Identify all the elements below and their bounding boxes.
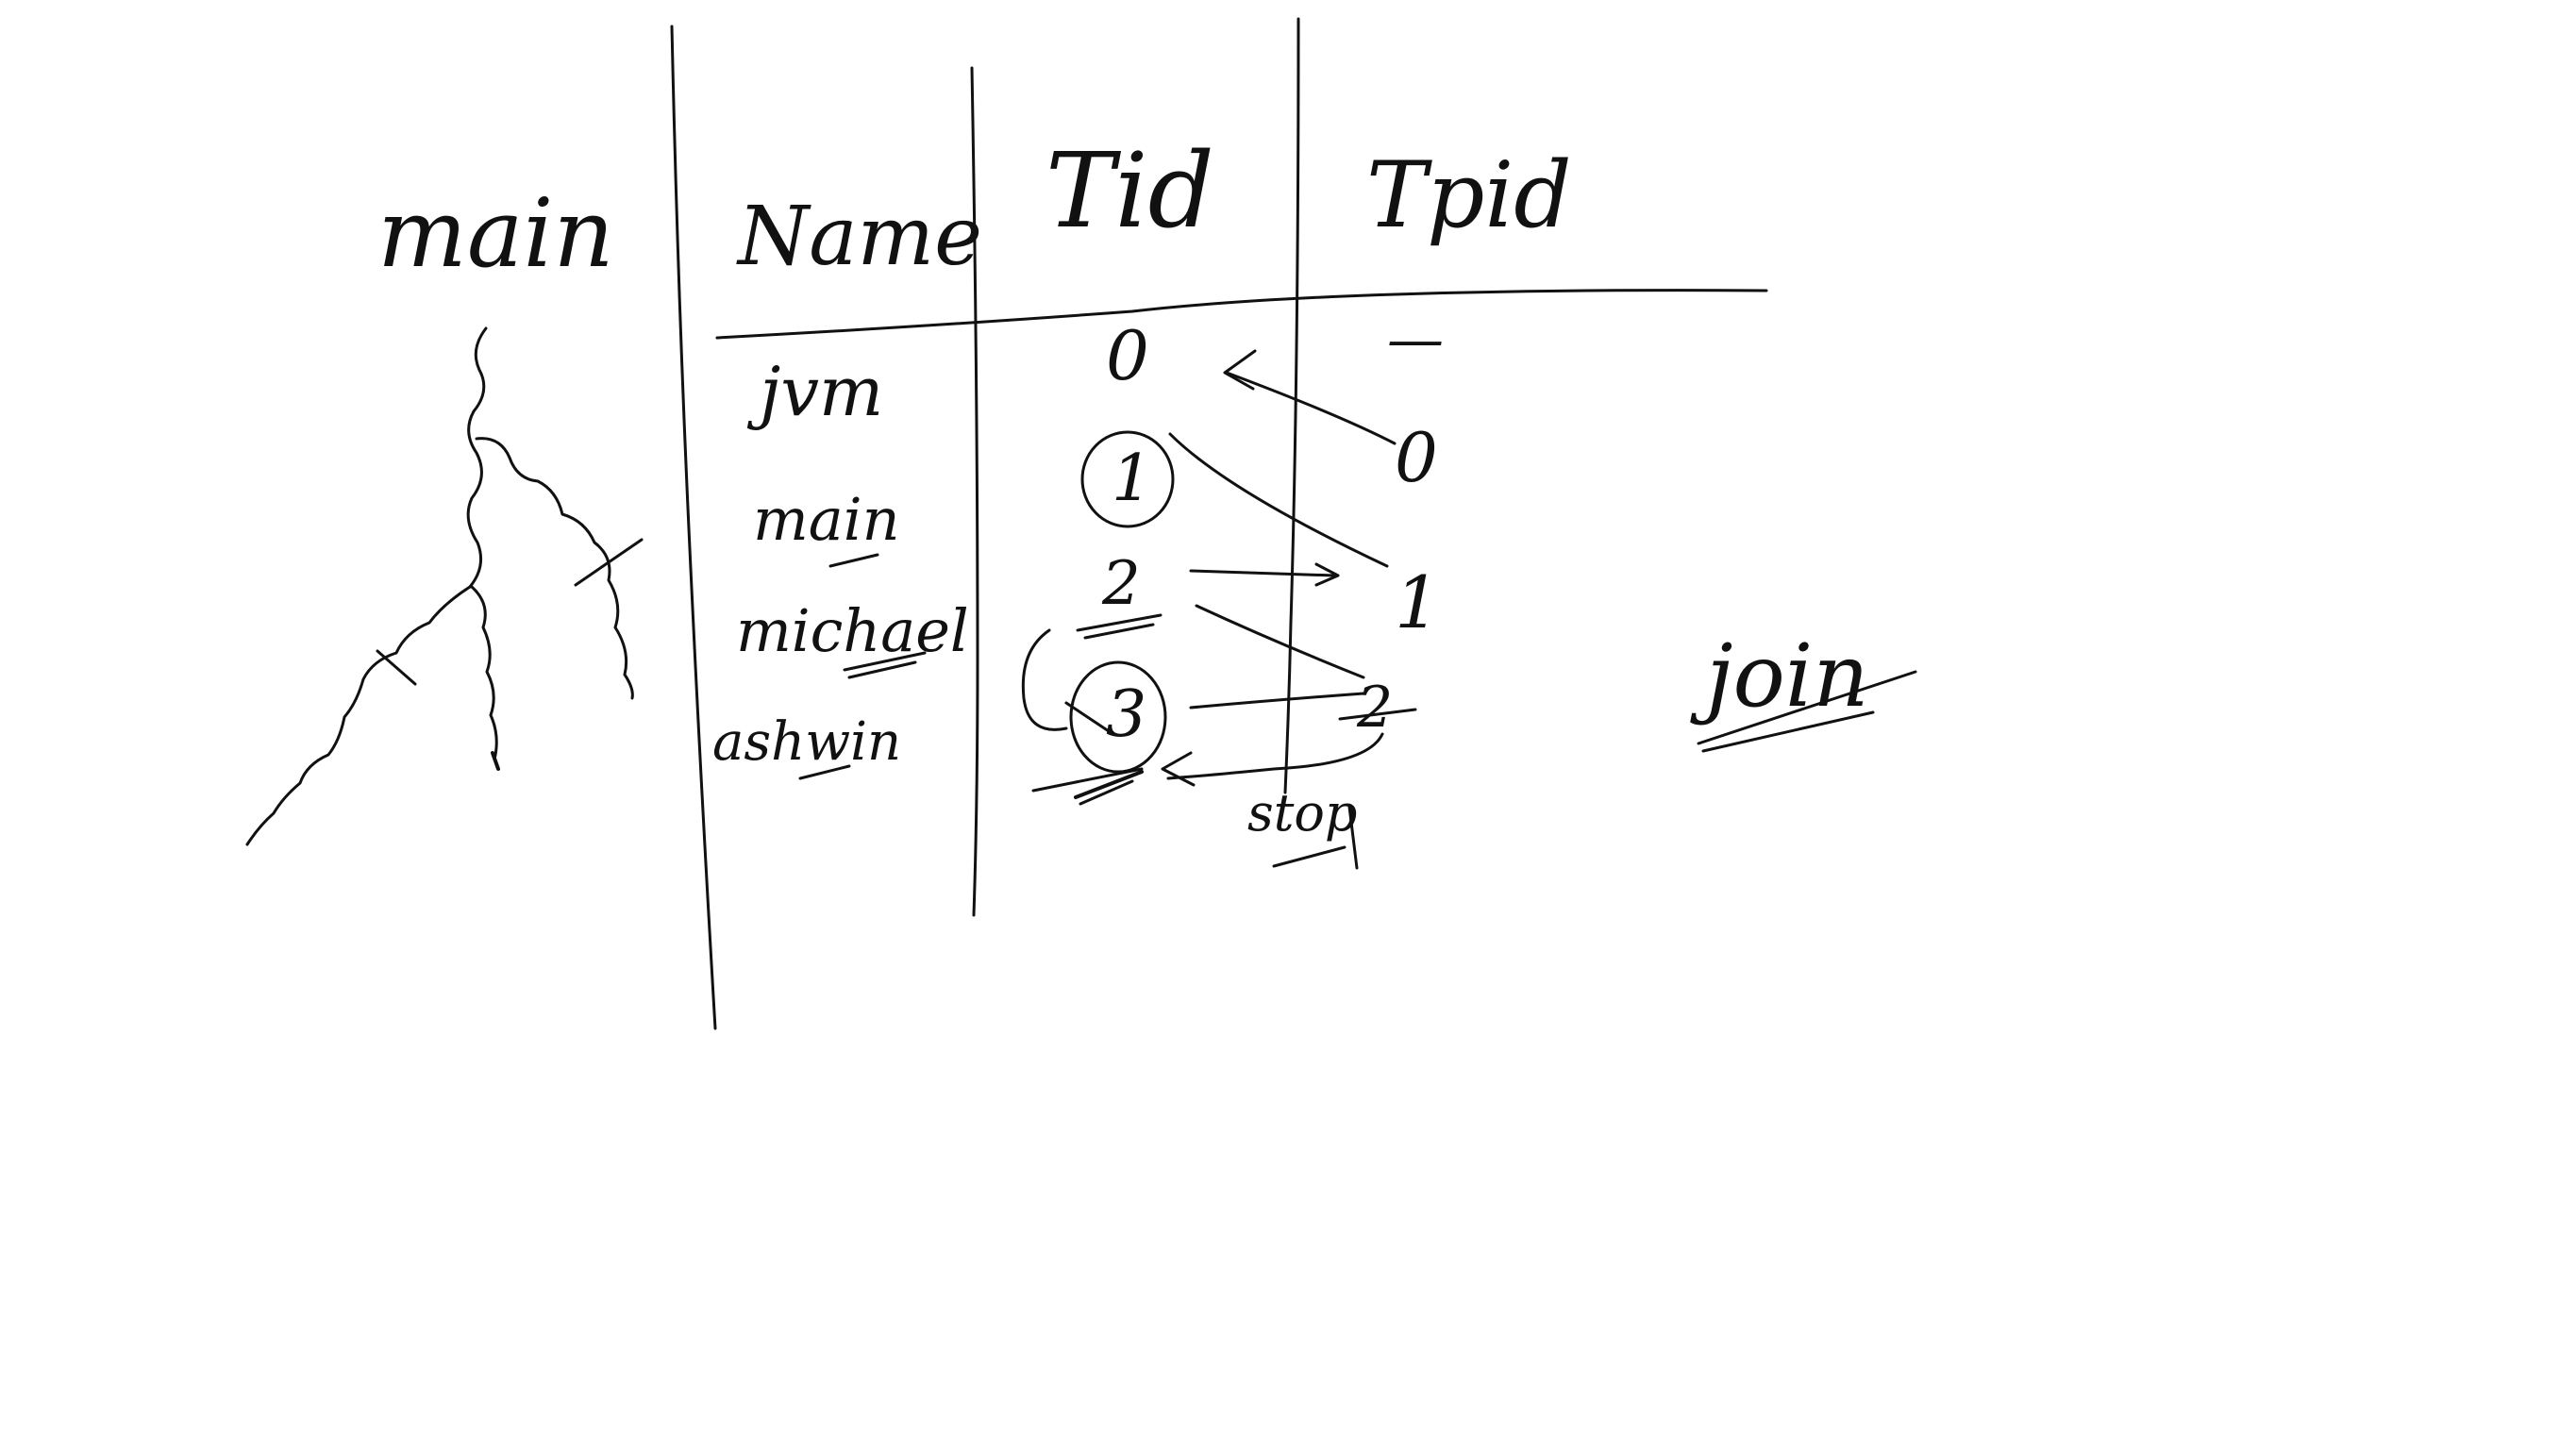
row-2-tid: 2 xyxy=(1101,549,1141,619)
row-0-tid: 0 xyxy=(1106,316,1149,395)
row-1-tid-circle xyxy=(1080,430,1175,528)
header-tid: Tid xyxy=(1045,130,1214,251)
row-2-tid-strike xyxy=(1076,613,1163,632)
row-2-name: michael xyxy=(736,596,969,665)
header-tpid: Tpid xyxy=(1366,142,1572,248)
join-label: join xyxy=(1690,626,1869,726)
parent-links xyxy=(1161,349,1397,787)
stop-label: stop xyxy=(1247,783,1358,843)
row-2-tpid: 1 xyxy=(1395,560,1440,644)
main-label: main xyxy=(377,178,614,289)
row-1-name: main xyxy=(753,485,900,554)
row-0-name: jvm xyxy=(746,352,883,431)
row-2-name-underline xyxy=(843,651,927,672)
stop-underline xyxy=(1272,845,1347,868)
row-1-tid: 1 xyxy=(1112,442,1152,516)
row-3-tpid-underline xyxy=(1338,708,1417,721)
thread-tree-sketch xyxy=(245,326,644,846)
row-1-tpid: 0 xyxy=(1395,418,1438,497)
row-3-tid-circle xyxy=(1069,660,1167,774)
row-0-tpid: — xyxy=(1387,307,1444,373)
row-1-name-underline xyxy=(828,553,879,568)
row-3-tid-loop xyxy=(1021,628,1068,731)
header-name: Name xyxy=(736,190,982,284)
table-frame xyxy=(670,17,1768,1030)
join-strike xyxy=(1697,670,1917,745)
row-3-tid: 3 xyxy=(1106,677,1146,752)
row-3-name-underline xyxy=(798,764,851,780)
row-3-name: ashwin xyxy=(712,711,901,773)
row-3-tpid: 2 xyxy=(1356,675,1393,741)
